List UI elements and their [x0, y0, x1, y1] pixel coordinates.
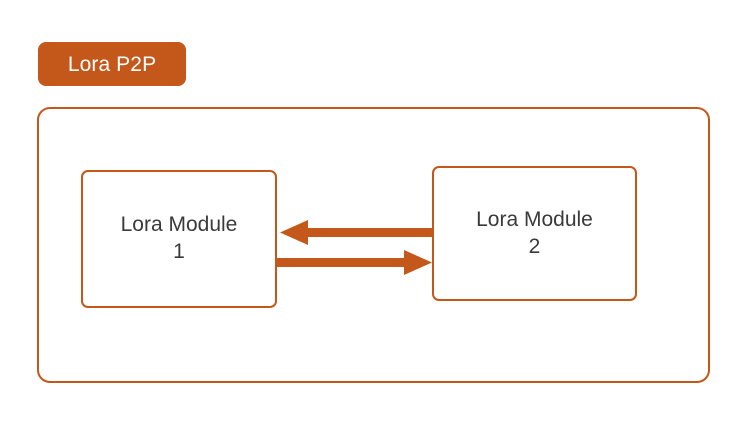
- node-lora-module-2[interactable]: Lora Module 2: [432, 166, 637, 301]
- node-lora-module-1[interactable]: Lora Module 1: [81, 170, 277, 308]
- arrow-module1-to-module2[interactable]: [277, 250, 432, 275]
- arrow-module2-to-module1-head: [280, 220, 308, 245]
- arrow-module1-to-module2-head: [404, 250, 432, 275]
- node-lora-module-2-label-line2: 2: [528, 234, 541, 258]
- node-lora-module-1-label-line1: Lora Module: [120, 213, 238, 237]
- group-title-badge[interactable]: Lora P2P: [38, 42, 186, 86]
- arrow-module2-to-module1[interactable]: [280, 220, 433, 245]
- node-lora-module-1-label-line2: 1: [173, 240, 185, 263]
- node-lora-module-2-label-line1: Lora Module: [476, 207, 593, 231]
- group-container[interactable]: [37, 107, 710, 383]
- group-title-label: Lora P2P: [67, 52, 157, 76]
